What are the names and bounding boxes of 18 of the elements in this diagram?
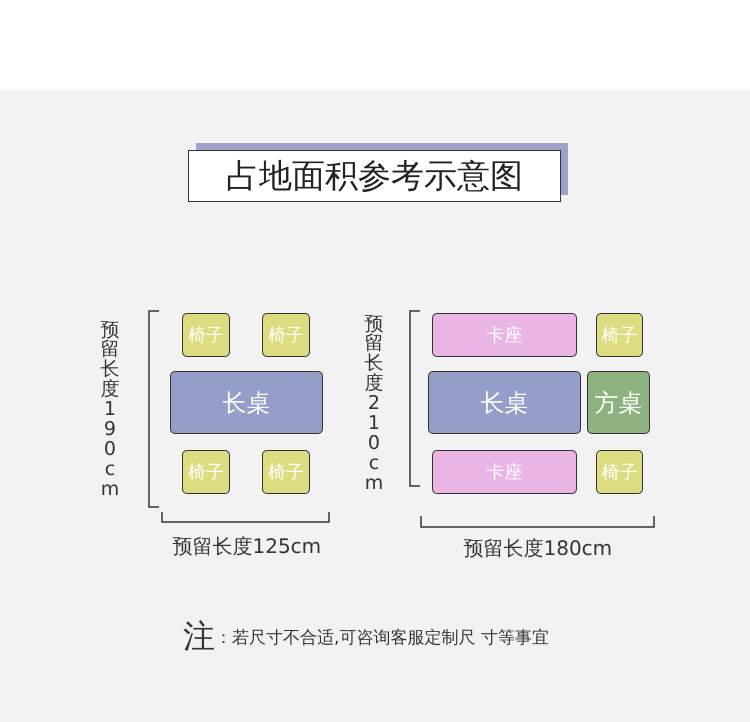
chair: 椅子 (182, 313, 230, 357)
dimension-label: 预留长度190cm (100, 320, 120, 500)
booth-seat: 卡座 (432, 450, 577, 494)
dimension-label: 预留长度210cm (364, 314, 384, 494)
chair: 椅子 (182, 450, 230, 494)
title: 占地面积参考示意图 (188, 150, 561, 202)
note-text: ：若尺寸不合适,可咨询客服定制尺 寸等事宜 (215, 630, 549, 646)
chair: 椅子 (596, 313, 643, 357)
long-table: 长桌 (170, 371, 323, 434)
dimension-label: 预留长度125cm (172, 536, 322, 556)
booth-seat: 卡座 (432, 313, 577, 357)
square-table: 方桌 (587, 371, 650, 434)
chair: 椅子 (596, 450, 643, 494)
note-mark: 注 (183, 620, 215, 652)
chair: 椅子 (262, 450, 310, 494)
dimension-label: 预留长度180cm (464, 538, 612, 558)
chair: 椅子 (262, 313, 310, 357)
long-table: 长桌 (428, 371, 581, 434)
